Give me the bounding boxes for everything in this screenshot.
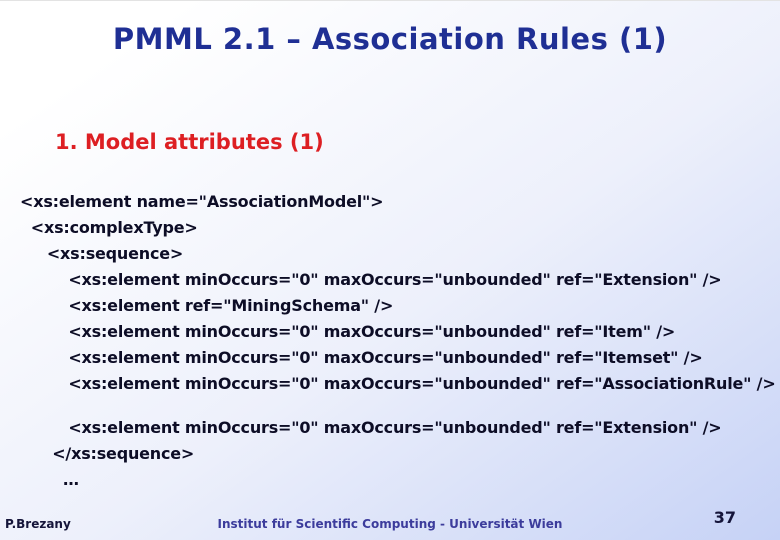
code-blank-line <box>20 397 770 415</box>
code-line: <xs:element ref="MiningSchema" /> <box>20 296 394 315</box>
code-line: … <box>20 470 79 489</box>
code-line: <xs:element minOccurs="0" maxOccurs="unb… <box>20 322 676 341</box>
footer-institute: Institut für Scientific Computing - Univ… <box>217 517 563 531</box>
xml-schema-code-block: <xs:element name="AssociationModel"> <xs… <box>20 189 776 493</box>
code-line: <xs:element minOccurs="0" maxOccurs="unb… <box>20 418 722 437</box>
footer-author: P.Brezany <box>5 517 71 531</box>
code-line: <xs:element minOccurs="0" maxOccurs="unb… <box>20 374 776 393</box>
code-line: <xs:element minOccurs="0" maxOccurs="unb… <box>20 270 722 289</box>
slide-title: PMML 2.1 – Association Rules (1) <box>112 22 668 56</box>
code-line: <xs:complexType> <box>20 218 198 237</box>
code-line: <xs:sequence> <box>20 244 184 263</box>
slide-subtitle: 1. Model attributes (1) <box>55 130 324 154</box>
page-number: 37 <box>713 508 736 527</box>
code-line: </xs:sequence> <box>20 444 195 463</box>
code-line: <xs:element minOccurs="0" maxOccurs="unb… <box>20 348 703 367</box>
code-line: <xs:element name="AssociationModel"> <box>20 192 384 211</box>
